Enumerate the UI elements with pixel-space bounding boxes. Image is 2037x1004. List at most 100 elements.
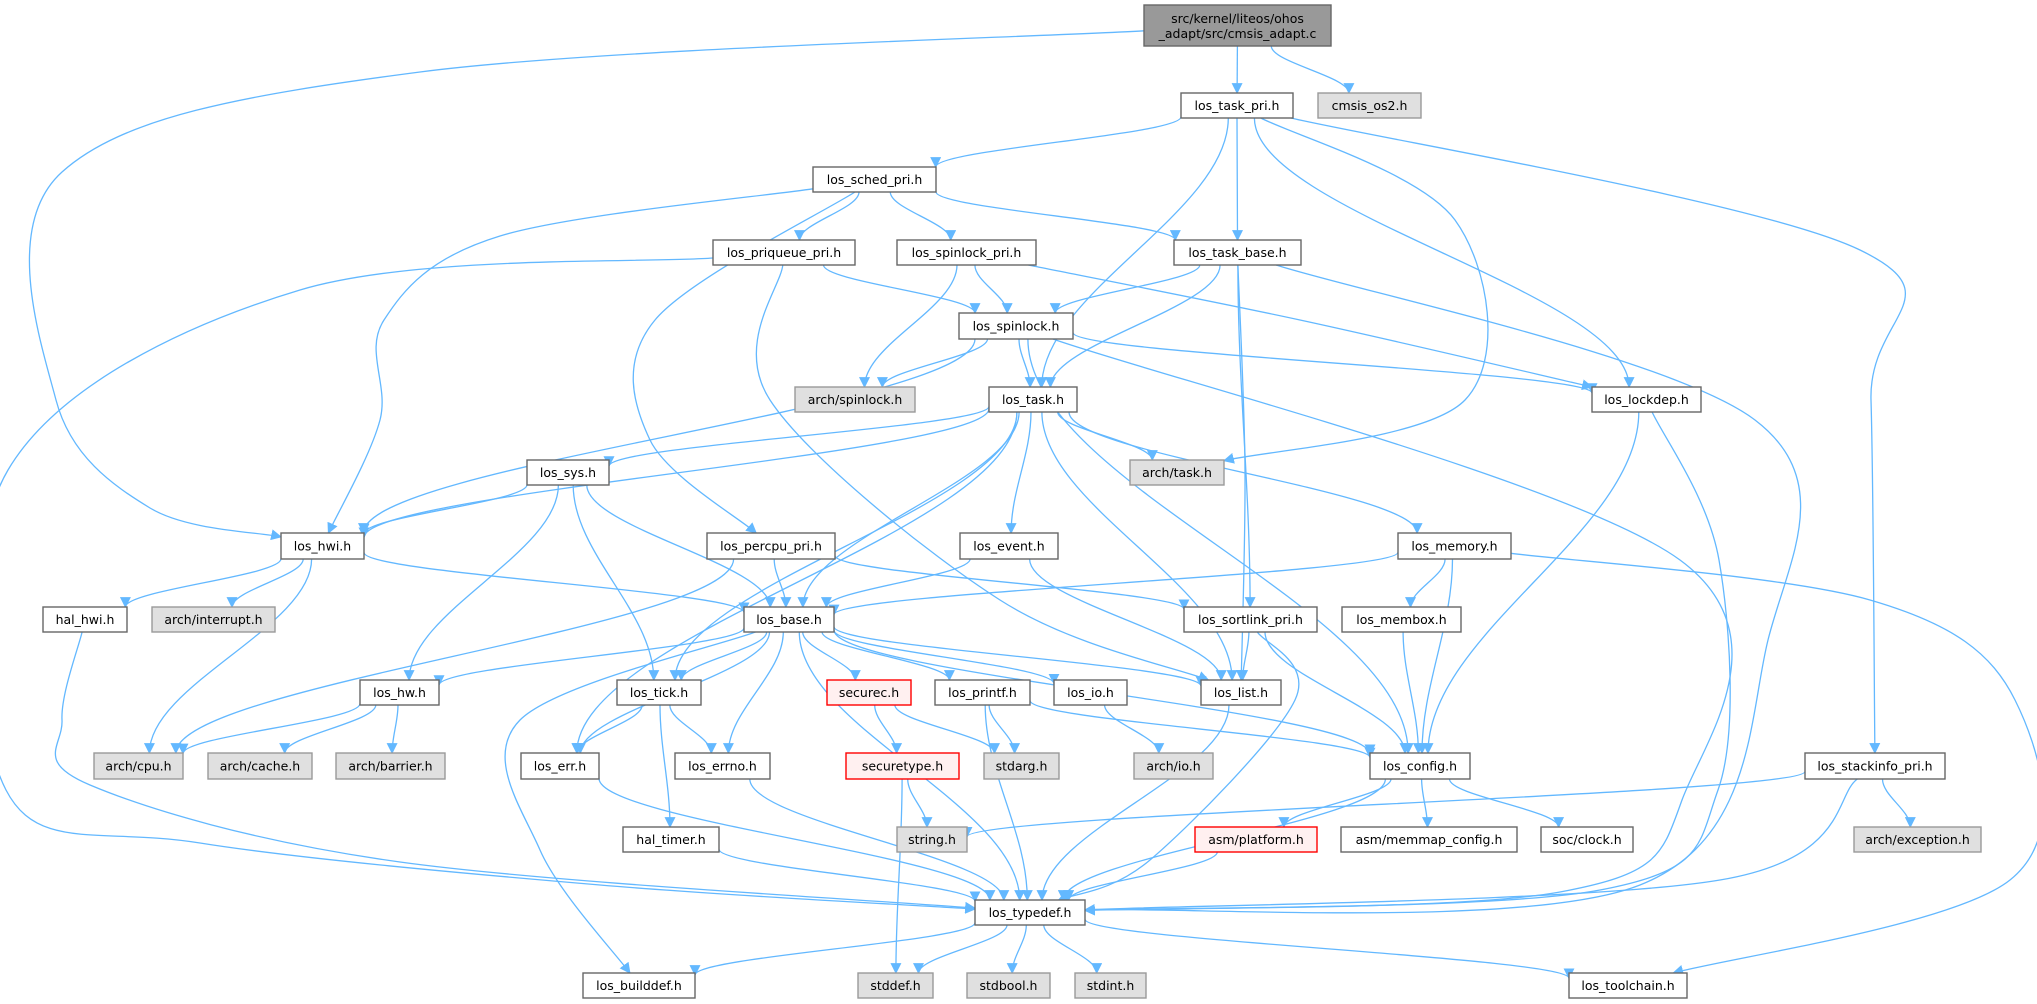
- node-percpu[interactable]: los_percpu_pri.h: [706, 532, 836, 560]
- node-box: [934, 679, 1031, 706]
- node-box: [335, 752, 446, 780]
- node-box: [845, 752, 960, 780]
- node-label: stdbool.h: [980, 978, 1038, 993]
- node-config[interactable]: los_config.h: [1369, 752, 1471, 780]
- node-stackinfo[interactable]: los_stackinfo_pri.h: [1804, 752, 1946, 780]
- edge-task_base-to-spinlock: [1049, 264, 1201, 315]
- node-spinlock[interactable]: los_spinlock.h: [958, 312, 1074, 340]
- node-label: los_membox.h: [1356, 612, 1446, 627]
- edge-sortlink-to-typedef: [1057, 631, 1300, 902]
- node-securetype[interactable]: securetype.h: [845, 752, 960, 780]
- node-printf[interactable]: los_printf.h: [934, 679, 1031, 706]
- node-task-base[interactable]: los_task_base.h: [1173, 239, 1302, 266]
- node-hal-hwi[interactable]: hal_hwi.h: [42, 606, 128, 633]
- node-task-pri[interactable]: los_task_pri.h: [1180, 92, 1294, 119]
- edge-spinlock_pri-to-lockdep: [1028, 264, 1594, 391]
- node-err[interactable]: los_err.h: [520, 752, 600, 780]
- edge-task-to-hwi: [358, 408, 990, 539]
- node-hal-timer[interactable]: hal_timer.h: [622, 826, 720, 853]
- edge-config-to-memmap: [1420, 778, 1433, 829]
- node-label: arch/exception.h: [1865, 832, 1970, 847]
- node-arch-task[interactable]: arch/task.h: [1129, 459, 1225, 486]
- node-box: [974, 899, 1086, 926]
- edge-percpu-to-sortlink: [834, 555, 1190, 611]
- edge-task_pri-to-arch_task: [1222, 117, 1489, 464]
- node-label: securetype.h: [862, 759, 943, 774]
- node-box: [151, 606, 276, 633]
- node-label: los_base.h: [756, 612, 822, 627]
- node-stddef[interactable]: stddef.h: [857, 972, 934, 999]
- node-arch-cpu[interactable]: arch/cpu.h: [93, 752, 184, 780]
- node-box: [1853, 826, 1982, 853]
- node-arch-cache[interactable]: arch/cache.h: [207, 752, 313, 780]
- node-stdint[interactable]: stdint.h: [1074, 972, 1147, 999]
- edge-errno-to-typedef: [749, 778, 1010, 902]
- node-label: los_hwi.h: [294, 539, 351, 554]
- node-label: los_toolchain.h: [1581, 978, 1674, 993]
- node-membox[interactable]: los_membox.h: [1341, 606, 1462, 633]
- node-label: arch/io.h: [1146, 759, 1200, 774]
- node-io[interactable]: los_io.h: [1053, 679, 1128, 706]
- node-arch-exception[interactable]: arch/exception.h: [1853, 826, 1982, 853]
- edge-securetype-to-stddef: [890, 778, 903, 975]
- node-label-line: _adapt/src/cmsis_adapt.c: [1158, 26, 1317, 41]
- node-task[interactable]: los_task.h: [988, 386, 1078, 413]
- edge-sortlink-to-list: [1237, 631, 1250, 682]
- edge-sched_pri-to-priqueue: [794, 191, 860, 242]
- node-root[interactable]: src/kernel/liteos/ohos_adapt/src/cmsis_a…: [1143, 4, 1332, 47]
- edge-asm_platform-to-typedef: [1063, 851, 1218, 902]
- node-list[interactable]: los_list.h: [1200, 679, 1282, 706]
- node-arch-io[interactable]: arch/io.h: [1133, 752, 1214, 780]
- edge-task-to-base: [797, 411, 1020, 609]
- node-arch-interrupt[interactable]: arch/interrupt.h: [151, 606, 276, 633]
- node-lockdep[interactable]: los_lockdep.h: [1591, 386, 1702, 413]
- node-box: [1540, 826, 1634, 853]
- node-box: [1074, 972, 1147, 999]
- edge-typedef-to-stdbool: [1006, 924, 1027, 975]
- node-sys[interactable]: los_sys.h: [526, 459, 610, 486]
- node-box: [1200, 679, 1282, 706]
- node-label: los_priqueue_pri.h: [727, 245, 841, 260]
- node-toolchain[interactable]: los_toolchain.h: [1568, 972, 1688, 999]
- node-stdarg[interactable]: stdarg.h: [983, 752, 1060, 780]
- node-builddef[interactable]: los_builddef.h: [582, 972, 696, 999]
- node-base[interactable]: los_base.h: [743, 606, 835, 633]
- edge-list-to-typedef: [1036, 704, 1230, 902]
- node-hwi[interactable]: los_hwi.h: [280, 532, 365, 560]
- node-tick[interactable]: los_tick.h: [616, 679, 702, 706]
- node-box: [966, 972, 1051, 999]
- node-box: [207, 752, 313, 780]
- node-label: asm/memmap_config.h: [1356, 832, 1503, 847]
- node-box: [988, 386, 1078, 413]
- node-box: [1568, 972, 1688, 999]
- edge-membox-to-config: [1402, 631, 1424, 755]
- node-typedef[interactable]: los_typedef.h: [974, 899, 1086, 926]
- node-priqueue[interactable]: los_priqueue_pri.h: [712, 239, 856, 266]
- node-arch-barrier[interactable]: arch/barrier.h: [335, 752, 446, 780]
- node-sortlink[interactable]: los_sortlink_pri.h: [1183, 606, 1318, 633]
- node-label: soc/clock.h: [1552, 832, 1621, 847]
- node-event[interactable]: los_event.h: [959, 532, 1059, 560]
- node-sched-pri[interactable]: los_sched_pri.h: [812, 166, 937, 193]
- node-box: [1143, 4, 1332, 47]
- node-errno[interactable]: los_errno.h: [674, 752, 771, 780]
- node-label: los_builddef.h: [596, 978, 682, 993]
- node-hw[interactable]: los_hw.h: [359, 679, 440, 706]
- node-memory[interactable]: los_memory.h: [1397, 532, 1512, 560]
- node-cmsis-os2[interactable]: cmsis_os2.h: [1317, 92, 1422, 119]
- edge-memory-to-base: [828, 551, 1399, 616]
- edge-spinlock-to-arch_spinlock: [876, 338, 989, 389]
- node-memmap[interactable]: asm/memmap_config.h: [1340, 826, 1518, 853]
- edge-typedef-to-builddef: [689, 922, 976, 977]
- node-arch-spinlock[interactable]: arch/spinlock.h: [794, 386, 916, 413]
- node-stdbool[interactable]: stdbool.h: [966, 972, 1051, 999]
- node-asm-platform[interactable]: asm/platform.h: [1194, 826, 1318, 853]
- node-securec[interactable]: securec.h: [826, 679, 912, 706]
- node-spinlock-pri[interactable]: los_spinlock_pri.h: [896, 239, 1037, 266]
- node-label: arch/spinlock.h: [808, 392, 903, 407]
- node-string[interactable]: string.h: [896, 826, 968, 853]
- edge-stackinfo-to-arch_exception: [1881, 778, 1916, 829]
- edge-hw-to-arch_barrier: [386, 704, 399, 755]
- node-soc-clock[interactable]: soc/clock.h: [1540, 826, 1634, 853]
- node-label: arch/cache.h: [220, 759, 300, 774]
